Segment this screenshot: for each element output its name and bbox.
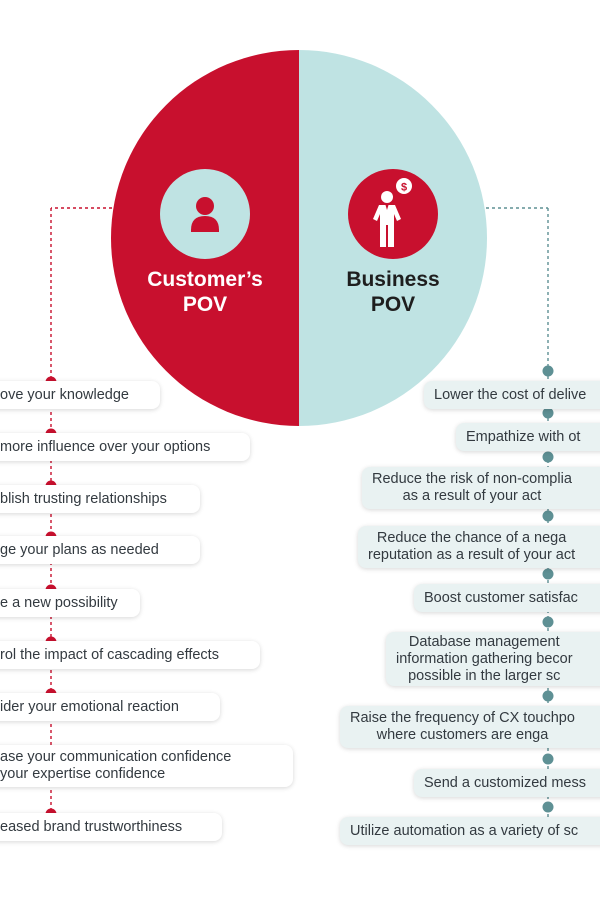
customer-item-label: blish trusting relationships — [0, 490, 167, 507]
business-item-label: Reduce the risk of non-complia as a resu… — [372, 471, 572, 504]
business-item-label: Empathize with ot — [466, 428, 581, 445]
svg-text:$: $ — [401, 182, 407, 194]
customer-item: ider your emotional reaction — [0, 693, 220, 721]
business-item-dot — [542, 510, 554, 522]
customer-item: more influence over your options — [0, 433, 250, 461]
customer-item-label: rol the impact of cascading effects — [0, 646, 219, 663]
businessman-dollar-icon: $ — [373, 178, 412, 247]
business-item-label: Boost customer satisfac — [424, 589, 578, 606]
customer-item: e a new possibility — [0, 589, 140, 617]
customer-item: blish trusting relationships — [0, 485, 200, 513]
business-icon-disc: $ — [348, 169, 438, 259]
business-item-dot — [542, 690, 554, 702]
business-item-dot — [542, 451, 554, 463]
customer-item: ove your knowledge — [0, 381, 160, 409]
business-item-dot — [542, 365, 554, 377]
business-item: Boost customer satisfac — [414, 584, 600, 612]
person-icon — [191, 197, 219, 232]
customer-item-label: ge your plans as needed — [0, 541, 159, 558]
business-item: Lower the cost of delive — [424, 381, 600, 409]
customer-item-label: eased brand trustworthiness — [0, 818, 183, 835]
customer-item-label: more influence over your options — [0, 438, 211, 455]
business-item-label: Raise the frequency of CX touchpo where … — [350, 710, 575, 743]
business-pov-title: Business POV — [346, 268, 440, 316]
business-item-dot — [542, 753, 554, 765]
business-item-label: Lower the cost of delive — [434, 386, 587, 403]
business-item: Database management information gatherin… — [386, 632, 600, 686]
business-item-label: Database management information gatherin… — [396, 633, 573, 684]
customer-item: ase your communication confidence your e… — [0, 745, 293, 787]
customer-item-label: ove your knowledge — [0, 386, 129, 403]
business-item-label: Send a customized mess — [424, 774, 586, 791]
business-item: Raise the frequency of CX touchpo where … — [340, 706, 600, 748]
business-item-dot — [542, 568, 554, 580]
business-item: Send a customized mess — [414, 769, 600, 797]
business-item-dot — [542, 801, 554, 813]
business-item-dot — [542, 407, 554, 419]
business-item: Utilize automation as a variety of sc — [340, 817, 600, 845]
business-item-dot — [542, 616, 554, 628]
business-item: Reduce the risk of non-complia as a resu… — [362, 467, 600, 509]
customer-pov-title: Customer’s POV — [147, 268, 263, 316]
customer-item-label: e a new possibility — [0, 594, 118, 611]
customer-item-label: ider your emotional reaction — [0, 698, 179, 715]
customer-icon-disc — [160, 169, 250, 259]
customer-item-label: ase your communication confidence your e… — [0, 749, 232, 782]
customer-item: rol the impact of cascading effects — [0, 641, 260, 669]
customer-item: ge your plans as needed — [0, 536, 200, 564]
business-item: Reduce the chance of a nega reputation a… — [358, 526, 600, 568]
business-item-label: Reduce the chance of a nega reputation a… — [368, 530, 576, 563]
business-item: Empathize with ot — [456, 423, 600, 451]
business-item-label: Utilize automation as a variety of sc — [350, 822, 579, 839]
customer-item: eased brand trustworthiness — [0, 813, 222, 841]
